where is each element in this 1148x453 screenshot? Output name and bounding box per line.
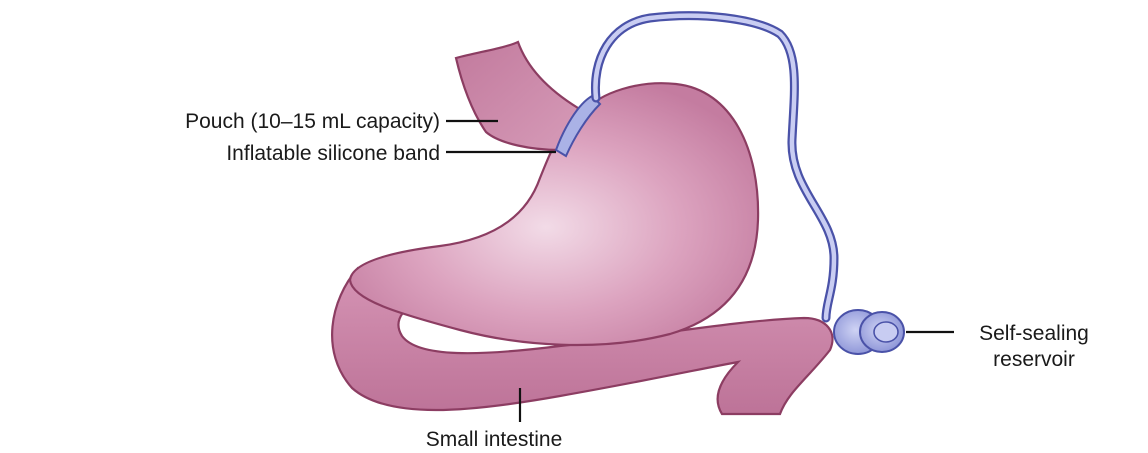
- reservoir-label-line2: reservoir: [993, 348, 1075, 371]
- gastric-pouch-shape: [456, 42, 578, 150]
- band-label: Inflatable silicone band: [226, 142, 440, 165]
- intestine-label: Small intestine: [426, 428, 563, 451]
- reservoir-port: [834, 310, 904, 354]
- pouch-label: Pouch (10–15 mL capacity): [185, 110, 440, 133]
- reservoir-label-line1: Self-sealing: [979, 322, 1089, 345]
